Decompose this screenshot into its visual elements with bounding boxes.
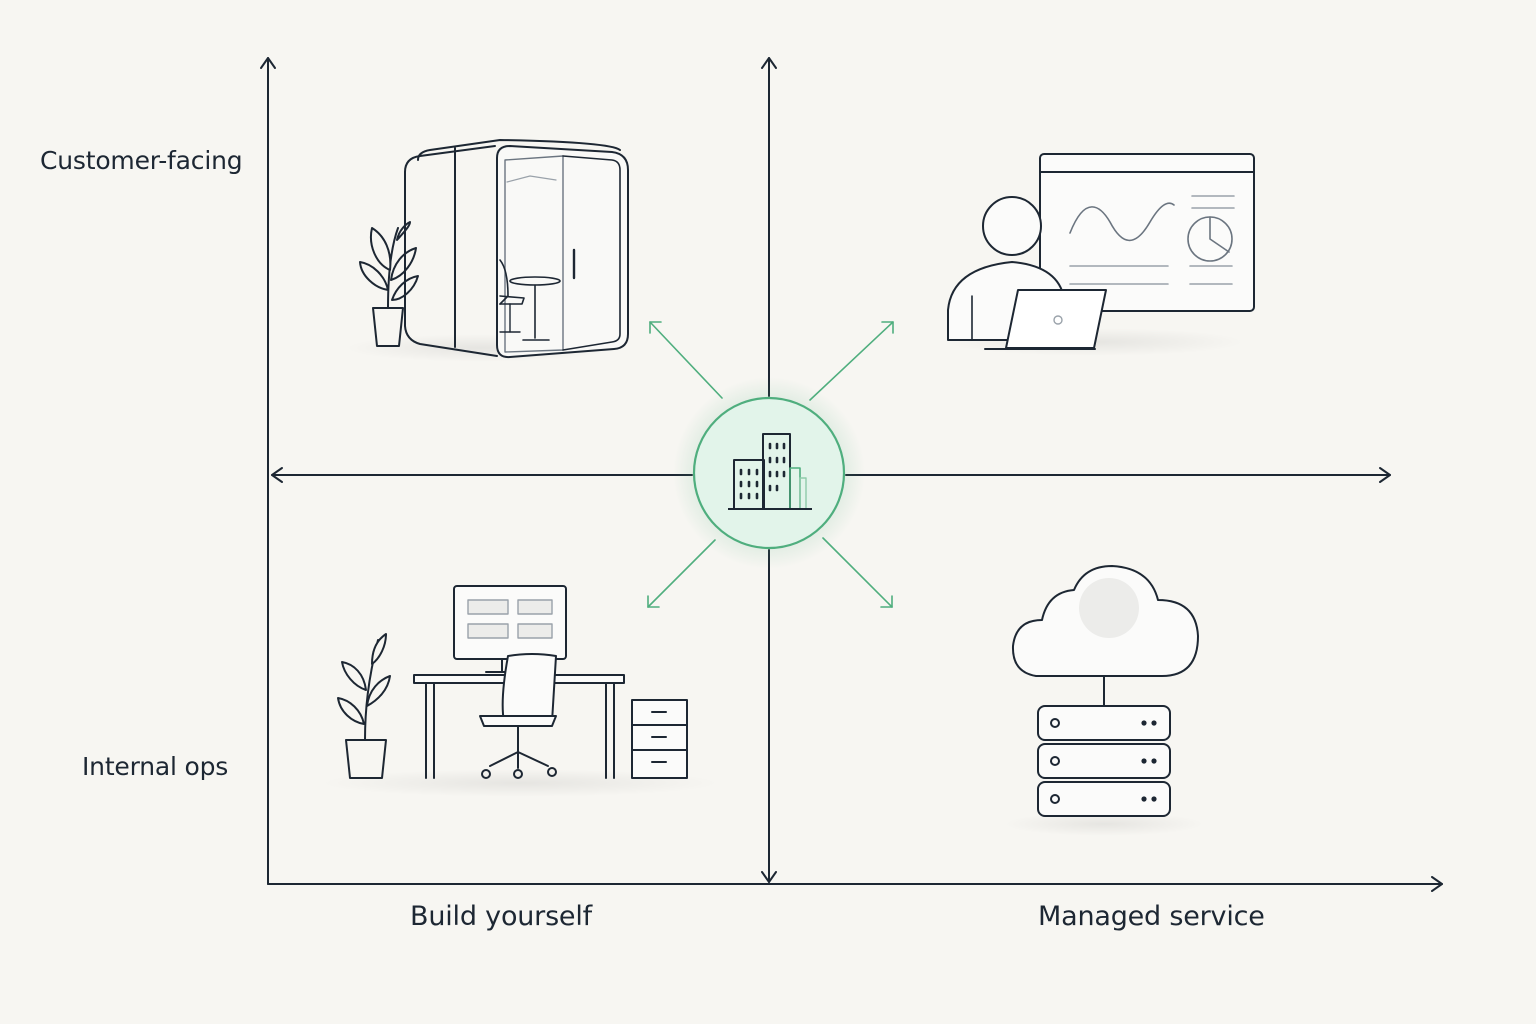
arrow-top-right [809, 321, 894, 401]
arrow-bottom-right [822, 537, 893, 608]
person-laptop-dashboard-icon [945, 153, 1255, 356]
center-hub [673, 377, 865, 569]
center-arrows [647, 321, 894, 608]
horizontal-divider [271, 467, 1391, 483]
buildings-icon [728, 433, 812, 510]
x-axis-bottom [267, 876, 1443, 892]
arrow-bottom-left [647, 539, 716, 608]
x-axis-left-label: Build yourself [410, 901, 592, 932]
x-axis-right-label: Managed service [1038, 901, 1265, 932]
cloud-server-icon [1004, 565, 1204, 836]
y-axis-left [260, 57, 276, 885]
axes [260, 57, 1443, 892]
vertical-divider [761, 57, 777, 883]
y-axis-top-label: Customer-facing [40, 146, 243, 175]
y-axis-bottom-label: Internal ops [82, 752, 229, 781]
phone-booth-pod-icon [345, 139, 629, 362]
arrow-top-left [649, 321, 723, 399]
office-desk-workstation-icon [320, 585, 720, 797]
